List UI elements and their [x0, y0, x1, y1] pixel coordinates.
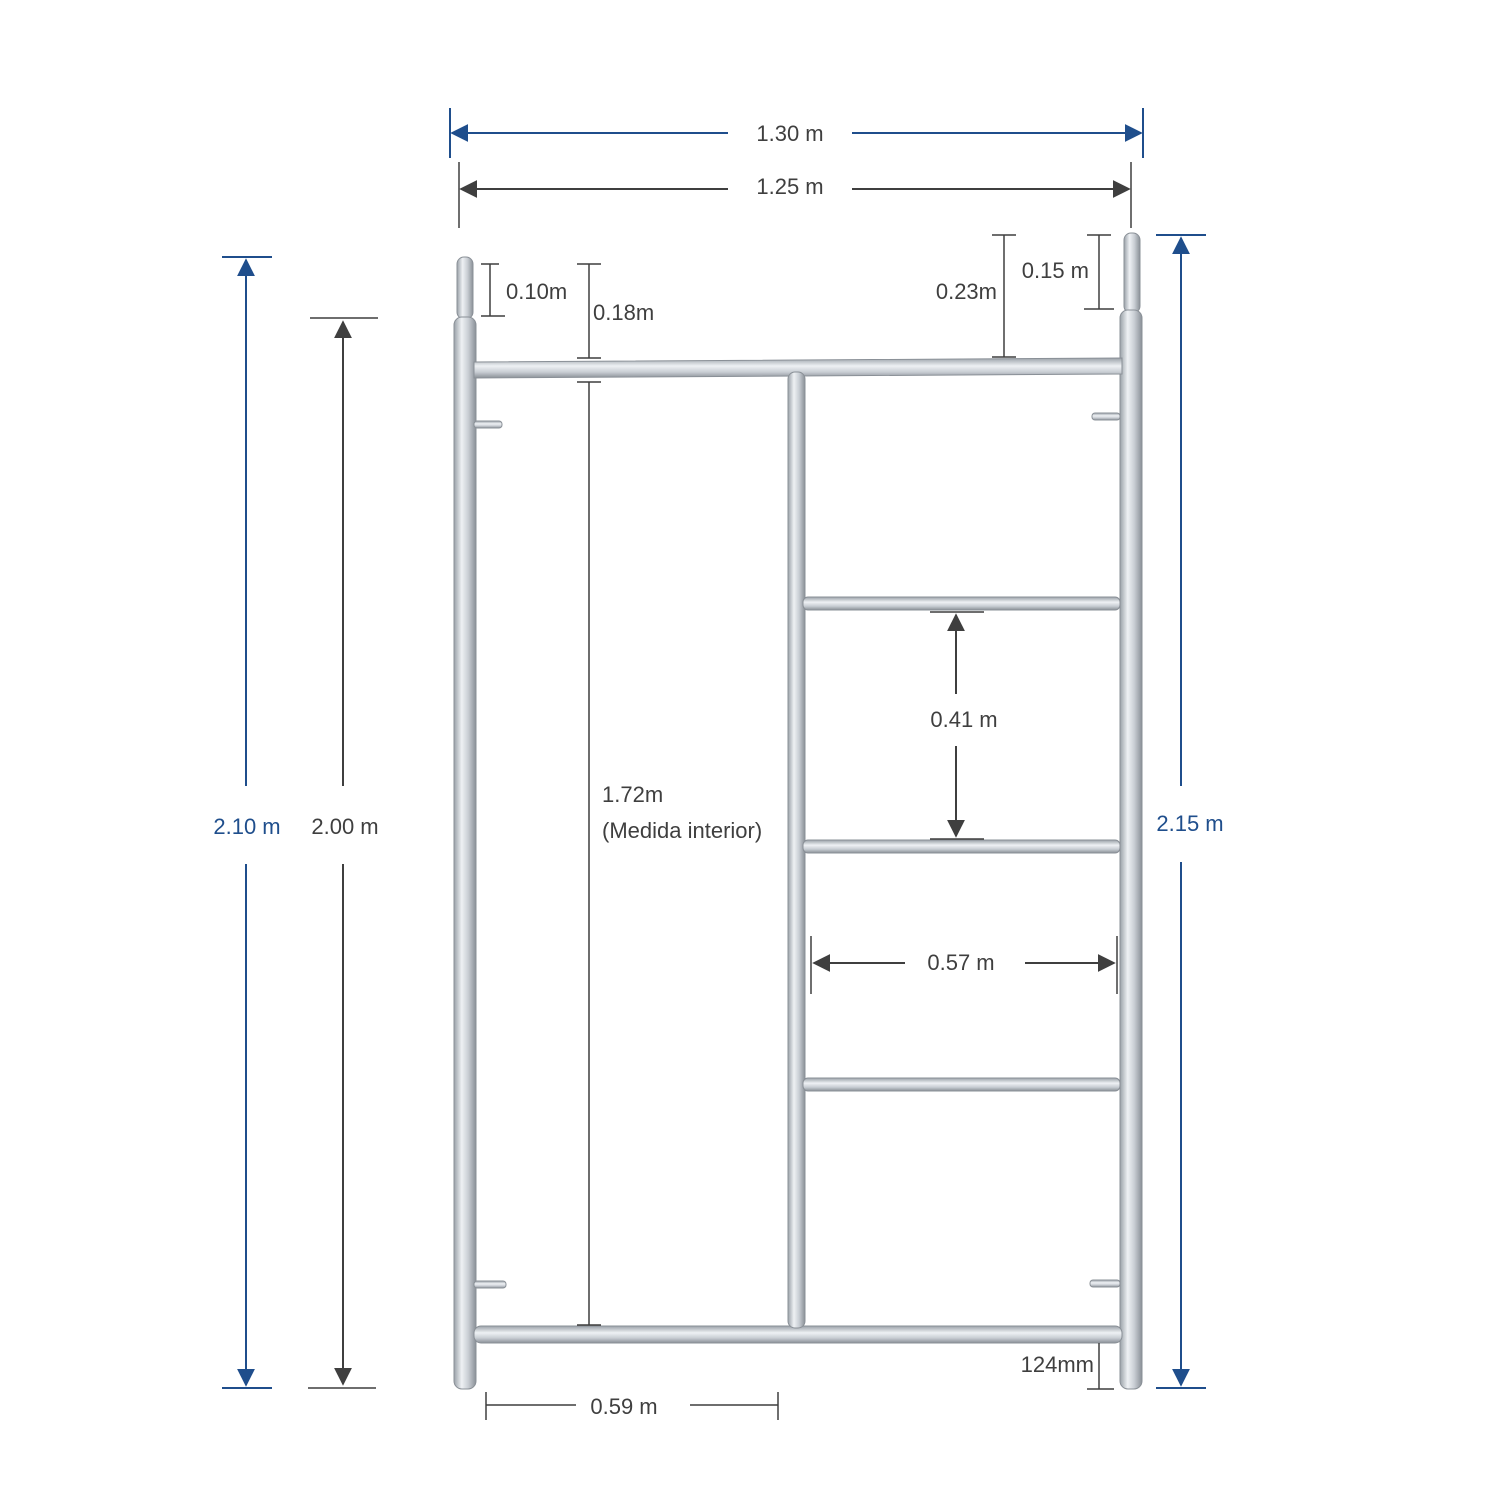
right-post-pin	[1123, 232, 1141, 314]
label-interior-height-note: (Medida interior)	[602, 818, 762, 843]
label-left-top-offset: 0.18m	[593, 300, 654, 325]
ladder-vertical	[787, 371, 806, 1329]
ladder-rung	[802, 1077, 1121, 1092]
left-post-pin	[456, 256, 474, 320]
label-left-frame-height: 2.00 m	[311, 814, 378, 839]
label-right-pin-length: 0.15 m	[1022, 258, 1089, 283]
ladder-rung	[802, 596, 1121, 611]
left-post	[453, 316, 477, 1390]
right-post	[1119, 309, 1143, 1390]
label-right-total-height: 2.15 m	[1156, 811, 1223, 836]
label-overall-width: 1.30 m	[756, 121, 823, 146]
label-left-total-height: 2.10 m	[213, 814, 280, 839]
ladder-rung	[802, 839, 1121, 854]
label-ladder-width: 0.57 m	[927, 950, 994, 975]
bottom-rail	[473, 1325, 1123, 1344]
label-left-pin-length: 0.10m	[506, 279, 567, 304]
brace-pin	[473, 412, 1121, 1289]
dimension-lines	[222, 108, 1206, 1420]
label-left-section-width: 0.59 m	[590, 1394, 657, 1419]
dimension-labels: 1.30 m 1.25 m 0.10m 0.18m 0.23m 0.15 m 2…	[213, 121, 1223, 1419]
label-interior-height: 1.72m	[602, 782, 663, 807]
top-rail	[473, 357, 1123, 379]
label-rung-spacing: 0.41 m	[930, 707, 997, 732]
scaffold-frame	[453, 232, 1143, 1390]
label-bottom-offset: 124mm	[1021, 1352, 1094, 1377]
label-frame-width: 1.25 m	[756, 174, 823, 199]
label-right-top-offset: 0.23m	[936, 279, 997, 304]
